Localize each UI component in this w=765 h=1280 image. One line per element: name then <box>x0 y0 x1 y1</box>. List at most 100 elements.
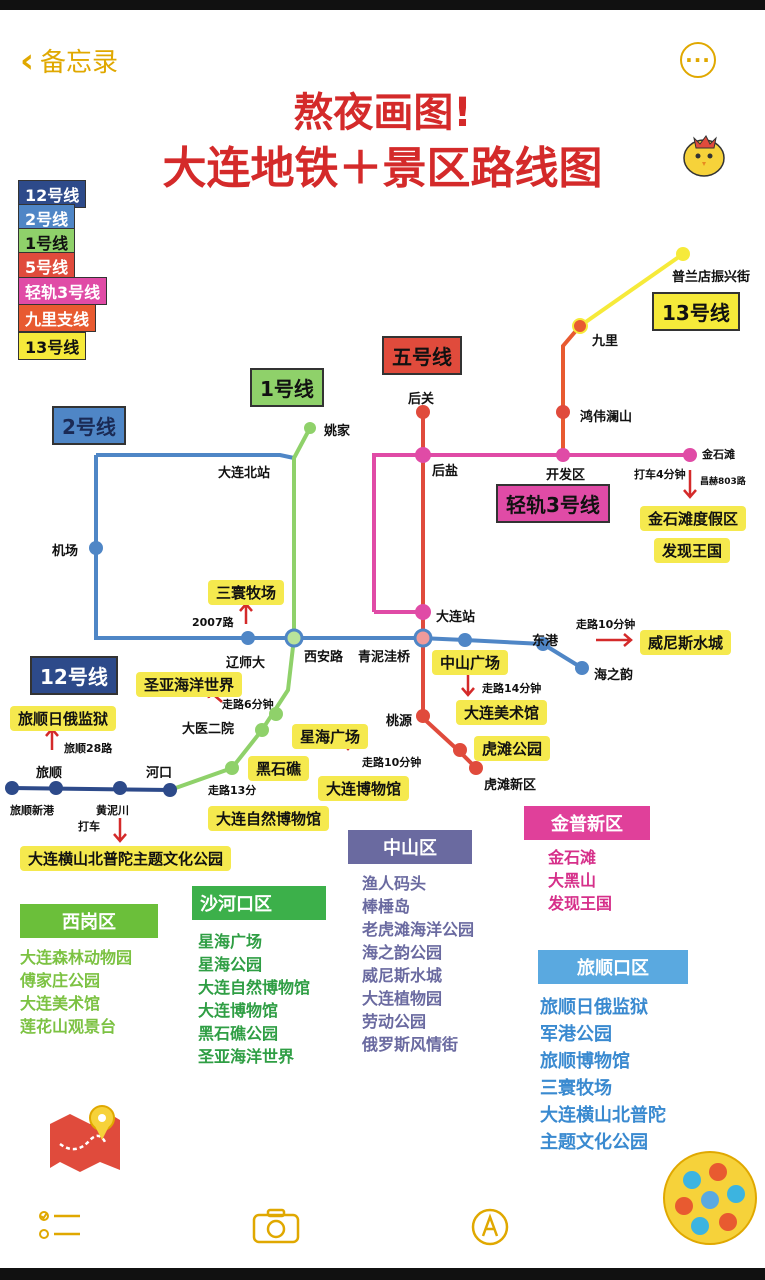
status-bar <box>0 0 765 10</box>
line-l3 <box>372 453 690 612</box>
line-12 <box>11 786 171 792</box>
list-item: 大连美术馆 <box>20 994 101 1013</box>
badge-line-13: 13号线 <box>652 292 740 331</box>
district-shahekou-list: 星海广场 星海公园 大连自然博物馆 大连博物馆 黑石礁公园 圣亚海洋世界 <box>198 930 310 1068</box>
station-dalianzhan: 大连站 <box>436 610 476 625</box>
note-bus803: 昌赫803路 <box>700 477 746 487</box>
note-taxi: 打车 <box>78 820 100 833</box>
station-pulan: 普兰店振兴街 <box>672 270 751 285</box>
note-bus28: 旅顺28路 <box>64 742 113 755</box>
list-item: 金石滩 <box>548 848 597 867</box>
attraction-hengshan: 大连横山北普陀主题文化公园 <box>20 846 232 871</box>
back-label: 备忘录 <box>40 48 119 78</box>
camera-icon <box>252 1208 300 1244</box>
station-dot-jinshitan <box>683 448 697 462</box>
district-shahekou-header: 沙河口区 <box>192 886 326 920</box>
station-dot-taoyuan <box>416 709 430 723</box>
station-jiuli: 九里 <box>592 334 619 349</box>
station-heishijiao-box: 黑石礁 <box>248 756 310 781</box>
station-dot-jiuli <box>572 318 588 334</box>
nav-bar <box>0 1268 765 1280</box>
station-dot-hutan <box>453 743 467 757</box>
station-dongang: 东港 <box>532 634 559 649</box>
station-dot-zhongshan <box>458 633 472 647</box>
legend-item-1: 1号线 <box>18 228 76 256</box>
station-lvshun: 旅顺 <box>36 766 63 781</box>
arrow-huangnichuan <box>113 818 127 843</box>
list-item: 黑石礁公园 <box>198 1024 279 1043</box>
station-dot-dayi <box>255 723 269 737</box>
attraction-weinisi: 威尼斯水城 <box>640 630 732 655</box>
attraction-shengya: 圣亚海洋世界 <box>136 672 243 697</box>
station-kaifaqu: 开发区 <box>546 468 586 483</box>
station-jichang: 机场 <box>52 544 79 559</box>
station-taoyuan: 桃源 <box>386 714 413 729</box>
district-xigang-header: 西岗区 <box>20 904 158 938</box>
attraction-jinshitan: 金石滩度假区 <box>640 506 747 531</box>
station-dot-hekou <box>163 783 177 797</box>
attraction-faxian: 发现王国 <box>654 538 731 563</box>
legend-item-12: 12号线 <box>18 180 87 208</box>
station-haizhiyun: 海之韵 <box>594 668 634 683</box>
station-dot-houyan <box>415 447 431 463</box>
pen-button[interactable] <box>470 1208 510 1250</box>
station-qingni: 青泥洼桥 <box>358 650 411 665</box>
line-2-north <box>96 453 295 460</box>
list-item: 星海广场 <box>198 932 263 951</box>
attraction-meishuguan: 大连美术馆 <box>456 700 548 725</box>
station-houguan: 后关 <box>408 392 435 407</box>
list-item: 三寰牧场 <box>540 1078 612 1099</box>
attraction-bowuguan: 大连博物馆 <box>318 776 410 801</box>
station-dot-kaifaqu <box>556 448 570 462</box>
ball-icon <box>663 1151 757 1245</box>
district-zhongshan-list: 渔人码头 棒棰岛 老虎滩海洋公园 海之韵公园 威尼斯水城 大连植物园 劳动公园 … <box>362 872 474 1056</box>
station-lvshunxingang: 旅顺新港 <box>10 804 54 817</box>
checklist-button[interactable] <box>38 1208 82 1248</box>
district-zhongshan-header: 中山区 <box>348 830 472 864</box>
note-walk10b: 走路10分钟 <box>576 618 636 631</box>
map-pin-icon <box>50 1105 120 1172</box>
list-item: 圣亚海洋世界 <box>198 1047 295 1066</box>
list-item: 大连森林动物园 <box>20 948 133 967</box>
list-item: 军港公园 <box>540 1024 612 1045</box>
district-jinpu-header: 金普新区 <box>524 806 650 840</box>
station-liaoshida: 辽师大 <box>226 656 266 671</box>
badge-line-1: 1号线 <box>250 368 324 407</box>
station-zhongshan-box: 中山广场 <box>432 650 509 675</box>
camera-button[interactable] <box>252 1208 300 1248</box>
station-dot-heishijiao <box>225 761 239 775</box>
station-xinghai-box: 星海广场 <box>292 724 369 749</box>
legend-item-13: 13号线 <box>18 332 87 360</box>
station-dot-lvshun <box>49 781 63 795</box>
more-icon: ··· <box>685 48 711 72</box>
station-dot-dongang <box>536 637 550 651</box>
note-taxi4: 打车4分钟 <box>634 468 686 481</box>
list-item: 棒棰岛 <box>362 897 411 916</box>
list-item: 劳动公园 <box>362 1012 427 1031</box>
line-13 <box>578 252 685 328</box>
station-dalianbei: 大连北站 <box>218 466 271 481</box>
station-houyan: 后盐 <box>432 464 459 479</box>
district-lvshun-list: 旅顺日俄监狱 军港公园 旅顺博物馆 三寰牧场 大连横山北普陀 主题文化公园 <box>540 994 666 1156</box>
station-yaojia: 姚家 <box>324 424 351 439</box>
back-button[interactable]: ‹ 备忘录 <box>20 42 118 79</box>
station-dot-pulan <box>676 247 690 261</box>
station-dot-xian <box>284 628 304 648</box>
arrow-zhongshan <box>461 672 475 697</box>
list-item: 莲花山观景台 <box>20 1017 117 1036</box>
note-walk6: 走路6分钟 <box>222 698 274 711</box>
station-dot-dalianzhan <box>415 604 431 620</box>
list-item: 发现王国 <box>548 894 613 913</box>
station-xian: 西安路 <box>304 650 344 665</box>
list-item: 大黑山 <box>548 871 597 890</box>
station-hutan-box: 虎滩公园 <box>474 736 551 761</box>
badge-line-5: 五号线 <box>382 336 462 375</box>
list-item: 威尼斯水城 <box>362 966 443 985</box>
station-dot-hongwei <box>556 405 570 419</box>
list-item: 大连自然博物馆 <box>198 978 311 997</box>
station-dot-haizhiyun <box>575 661 589 675</box>
more-button[interactable]: ··· <box>680 42 716 78</box>
list-item: 大连植物园 <box>362 989 443 1008</box>
legend-item-l3: 轻轨3号线 <box>18 277 108 305</box>
